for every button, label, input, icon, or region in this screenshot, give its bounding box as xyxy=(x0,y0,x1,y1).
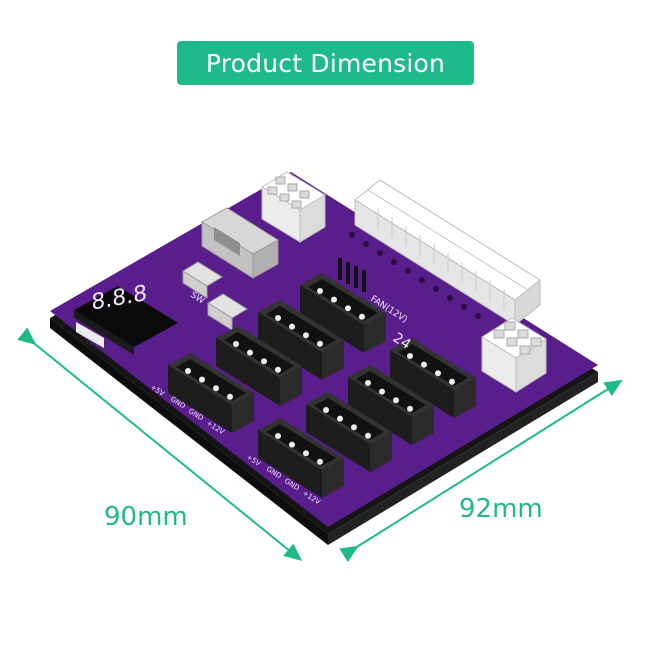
molex-pin xyxy=(213,385,219,392)
fan-header-1 xyxy=(182,261,223,299)
molex-pin xyxy=(185,368,191,374)
molex-output-8 xyxy=(258,418,344,498)
molex-pin xyxy=(317,340,323,347)
molex-output-4 xyxy=(168,353,254,433)
molex-output-2 xyxy=(258,300,344,380)
molex-pin xyxy=(359,313,365,320)
pin-header xyxy=(338,258,366,292)
depth-dimension-label: 92mm xyxy=(459,494,543,524)
seven-segment-display: 8.8.8 2381AS xyxy=(74,280,178,357)
molex-pin xyxy=(407,353,413,359)
pcie-6pin-connector-right xyxy=(481,317,547,393)
molex-pin xyxy=(275,315,281,321)
atx-24pin-connector xyxy=(349,179,541,327)
molex-pin xyxy=(317,288,323,294)
molex-pin xyxy=(247,349,253,356)
molex-pin xyxy=(351,424,357,431)
molex-pin xyxy=(365,380,371,386)
molex-pin xyxy=(435,370,441,377)
molex-pin xyxy=(227,393,233,400)
molex-pin xyxy=(303,450,309,457)
pcie-6pin-connector-top xyxy=(261,171,326,243)
molex-pin xyxy=(261,358,267,365)
molex-pin xyxy=(317,458,323,465)
molex-pin xyxy=(331,296,337,303)
molex-pin xyxy=(275,433,281,439)
molex-output-6 xyxy=(348,365,434,445)
molex-pin xyxy=(323,407,329,413)
molex-pin xyxy=(379,388,385,395)
molex-output-5 xyxy=(390,338,476,418)
molex-output-3 xyxy=(216,326,302,406)
molex-pin xyxy=(275,366,281,373)
molex-pin xyxy=(421,361,427,368)
molex-pin xyxy=(289,323,295,330)
product-dimension-title: Product Dimension xyxy=(177,41,474,85)
molex-pin xyxy=(365,432,371,439)
molex-pin xyxy=(393,397,399,404)
molex-pin xyxy=(289,441,295,448)
molex-pin xyxy=(199,376,205,383)
molex-pin xyxy=(345,305,351,312)
molex-output-connectors xyxy=(168,273,476,498)
molex-pin xyxy=(449,378,455,385)
molex-pin xyxy=(407,405,413,412)
molex-output-1 xyxy=(300,273,386,353)
width-dimension-label: 90mm xyxy=(104,502,188,532)
molex-input-connector xyxy=(201,207,279,279)
molex-pin xyxy=(337,415,343,422)
dimension-line-92 xyxy=(339,379,623,563)
molex-pin xyxy=(233,341,239,347)
molex-output-7 xyxy=(306,392,392,472)
dimension-line-90 xyxy=(17,327,303,562)
molex-pin xyxy=(303,332,309,339)
